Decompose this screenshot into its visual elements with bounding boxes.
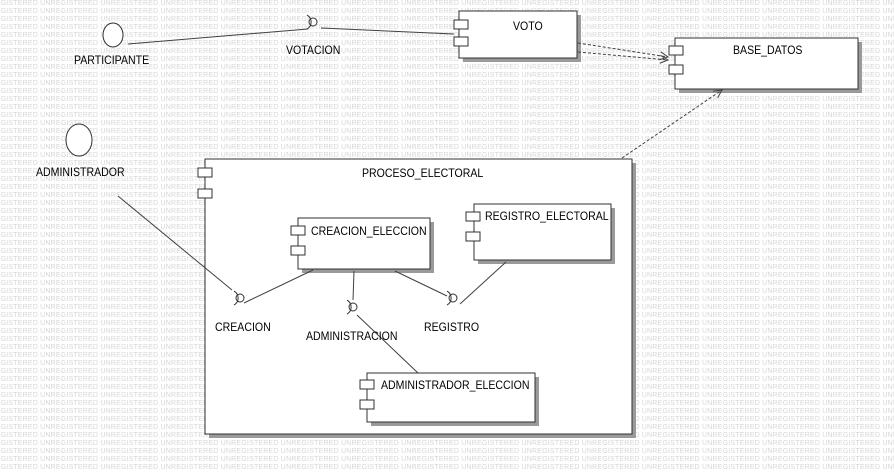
administracion-interface-icon[interactable]	[346, 299, 358, 315]
participante-label: PARTICIPANTE	[74, 53, 150, 67]
dependency-voto-base-datos	[577, 42, 668, 57]
registro-label: REGISTRO	[424, 320, 480, 334]
votacion-interface-icon[interactable]	[306, 14, 318, 30]
connector-creacion-eleccion-creacion	[243, 269, 314, 304]
creacion-eleccion-label: CREACION_ELECCION	[311, 224, 427, 238]
component-port-icon	[197, 188, 213, 199]
component-port-icon	[197, 167, 213, 178]
connector-administrador-creacion	[117, 195, 233, 291]
component-administrador-eleccion[interactable]	[359, 372, 539, 426]
administracion-label: ADMINISTRACION	[306, 329, 398, 343]
component-base-datos[interactable]	[668, 37, 862, 93]
votacion-label: VOTACION	[286, 43, 341, 57]
base-datos-label: BASE_DATOS	[733, 43, 803, 57]
dependency-proceso-base-datos	[621, 90, 722, 159]
creacion-label: CREACION	[215, 320, 271, 334]
registro-interface-icon[interactable]	[446, 290, 458, 306]
connector-administracion-administrador-eleccion	[356, 314, 419, 374]
creacion-interface-icon[interactable]	[233, 290, 245, 306]
voto-label: VOTO	[513, 19, 543, 33]
component-creacion-eleccion[interactable]	[290, 217, 434, 273]
connector-registro-registro-electoral	[459, 261, 507, 305]
component-voto[interactable]	[453, 10, 581, 62]
connector-creacion-eleccion-administracion	[352, 270, 355, 301]
connector-votacion-voto	[320, 27, 455, 35]
connector-creacion-eleccion-registro	[394, 270, 448, 297]
dependency-voto-base-datos-2	[577, 51, 668, 60]
administrador-eleccion-label: ADMINISTRADOR_ELECCION	[381, 378, 530, 392]
administrador-actor-icon[interactable]	[65, 123, 93, 157]
participante-actor-icon[interactable]	[102, 22, 124, 48]
component-registro-electoral[interactable]	[465, 203, 615, 264]
administrador-label: ADMINISTRADOR	[36, 165, 125, 179]
proceso-electoral-label: PROCESO_ELECTORAL	[362, 166, 484, 180]
registro-electoral-label: REGISTRO_ELECTORAL	[485, 209, 609, 223]
connector-participante-votacion	[127, 28, 309, 45]
